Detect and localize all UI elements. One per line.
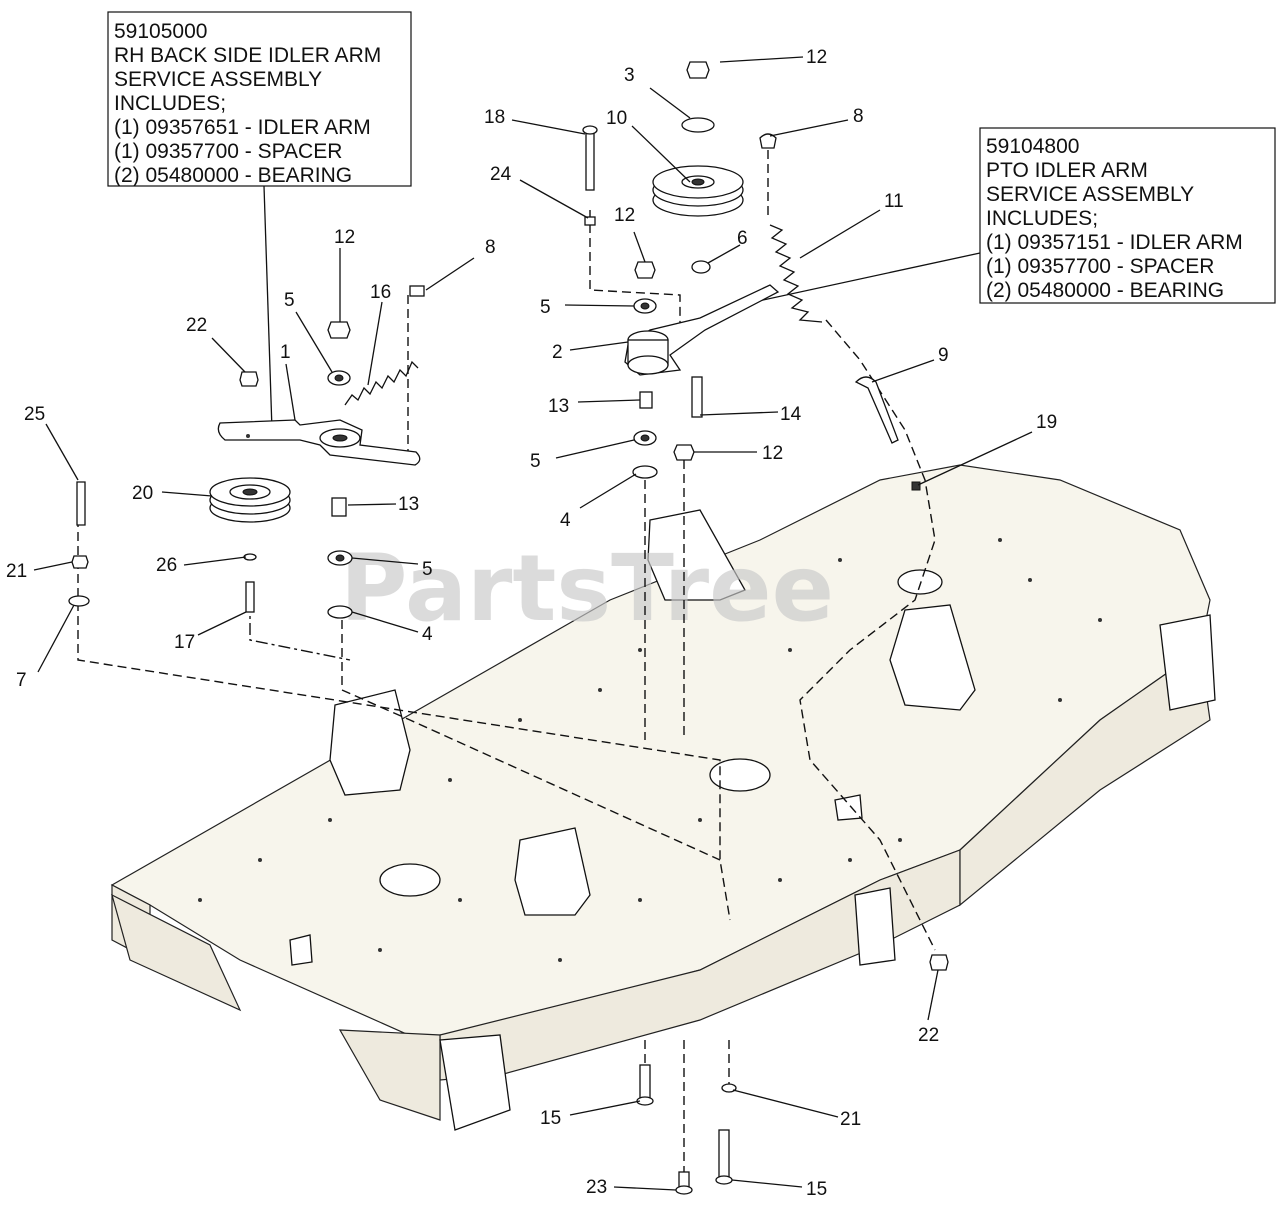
callout-label: 16 <box>370 282 391 303</box>
watermark: PartsTree <box>340 535 834 642</box>
assembly-line: (1) 09357700 - SPACER <box>986 255 1214 278</box>
leader-lines <box>33 56 1033 1191</box>
assembly-line: (2) 05480000 - BEARING <box>114 164 352 187</box>
callout-label: 12 <box>806 47 827 68</box>
callout-label: 4 <box>560 510 571 531</box>
callout-label: 4 <box>422 624 433 645</box>
assembly-box-pto-idler: 59104800 PTO IDLER ARM SERVICE ASSEMBLY … <box>979 127 1276 304</box>
assembly-part-number: 59105000 <box>114 20 207 43</box>
assembly-line: SERVICE ASSEMBLY <box>986 183 1194 206</box>
assembly-line: PTO IDLER ARM <box>986 159 1148 182</box>
callout-label: 13 <box>398 494 419 515</box>
callout-label: 13 <box>548 396 569 417</box>
assembly-part-number: 59104800 <box>986 135 1079 158</box>
callout-label: 15 <box>806 1179 827 1200</box>
callout-label: 18 <box>484 107 505 128</box>
callout-label: 7 <box>16 670 27 691</box>
callout-label: 2 <box>552 342 563 363</box>
callout-label: 12 <box>334 227 355 248</box>
callout-label: 5 <box>422 559 433 580</box>
callout-label: 3 <box>624 65 635 86</box>
callout-label: 10 <box>606 108 627 129</box>
callout-label: 14 <box>780 404 802 425</box>
mower-deck <box>110 464 1216 1131</box>
parts <box>68 61 949 1195</box>
callout-label: 22 <box>918 1025 939 1046</box>
assembly-line: (2) 05480000 - BEARING <box>986 279 1224 302</box>
callout-label: 24 <box>490 164 512 185</box>
callout-label: 12 <box>762 443 783 464</box>
assembly-line: INCLUDES; <box>114 92 226 115</box>
callout-label: 6 <box>737 228 748 249</box>
callout-label: 1 <box>280 342 291 363</box>
assembly-line: (1) 09357700 - SPACER <box>114 140 342 163</box>
callout-label: 12 <box>614 205 635 226</box>
callouts: 12 3 10 8 18 24 11 12 6 5 2 9 13 14 5 12… <box>6 47 1057 1200</box>
callout-label: 9 <box>938 345 949 366</box>
callout-label: 5 <box>284 290 295 311</box>
callout-label: 20 <box>132 483 153 504</box>
callout-label: 8 <box>485 237 496 258</box>
assembly-line: RH BACK SIDE IDLER ARM <box>114 44 381 67</box>
callout-label: 25 <box>24 404 45 425</box>
callout-label: 15 <box>540 1108 561 1129</box>
callout-label: 22 <box>186 315 207 336</box>
callout-label: 5 <box>530 451 541 472</box>
assembly-line: (1) 09357151 - IDLER ARM <box>986 231 1243 254</box>
callout-label: 11 <box>884 191 904 212</box>
assembly-line: INCLUDES; <box>986 207 1098 230</box>
callout-label: 21 <box>840 1109 861 1130</box>
callout-label: 26 <box>156 555 177 576</box>
callout-label: 19 <box>1036 412 1057 433</box>
callout-label: 17 <box>174 632 195 653</box>
callout-label: 23 <box>586 1177 607 1198</box>
callout-label: 5 <box>540 297 551 318</box>
callout-label: 8 <box>853 106 864 127</box>
assembly-line: (1) 09357651 - IDLER ARM <box>114 116 371 139</box>
assembly-box-rh-back-side: 59105000 RH BACK SIDE IDLER ARM SERVICE … <box>107 11 412 187</box>
callout-label: 21 <box>6 561 27 582</box>
assembly-line: SERVICE ASSEMBLY <box>114 68 322 91</box>
